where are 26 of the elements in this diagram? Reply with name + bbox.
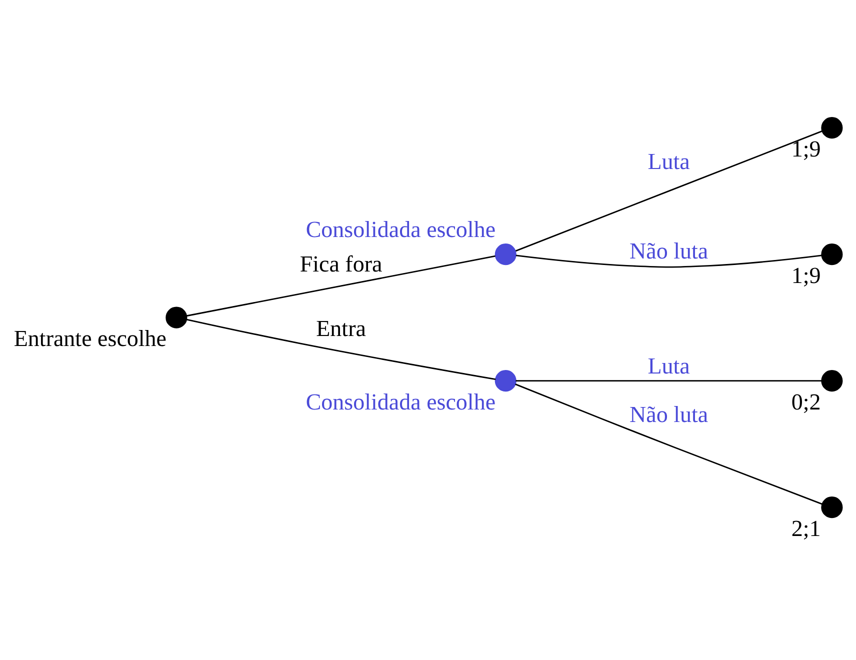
node-circle: [494, 370, 516, 392]
connector: [515, 383, 822, 504]
node-circle: [494, 243, 516, 265]
connector: [515, 130, 823, 252]
edge-label: Fica fora: [300, 250, 382, 276]
connector: [516, 380, 822, 382]
edge-label: Entra: [316, 315, 366, 340]
connector: [186, 318, 496, 380]
node-label: 0;2: [791, 388, 821, 414]
node-circle: [821, 496, 843, 518]
edge-label: Luta: [648, 148, 690, 174]
node-label: Consolidada escolhe: [306, 216, 496, 242]
connector: [516, 254, 822, 268]
node-circle: [821, 116, 843, 138]
edge-label: Luta: [648, 352, 690, 378]
node-label: Entrante escolhe: [14, 326, 166, 351]
node-circle: [821, 243, 843, 265]
node-label: Consolidada escolhe: [306, 388, 496, 414]
node-label: 2;1: [791, 515, 821, 540]
node-circle: [821, 370, 843, 392]
edge-label: Não luta: [630, 402, 708, 427]
edge-label: Não luta: [630, 238, 708, 263]
connector: [186, 254, 496, 316]
node-label: 1;9: [791, 262, 821, 288]
node-label: 1;9: [791, 136, 821, 161]
node-circle: [166, 306, 188, 328]
